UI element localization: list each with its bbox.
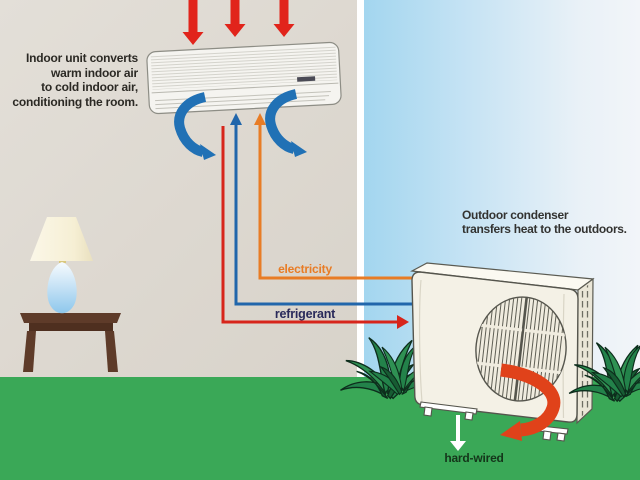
indoor-unit-brand-label xyxy=(297,76,316,82)
cold-air-swoosh-arrow-icon xyxy=(265,89,298,154)
heat-exhaust-swoosh-arrow-icon xyxy=(500,363,561,437)
refrigerant-flow-arrow-icon xyxy=(397,315,409,329)
heat-exhaust-arrow xyxy=(500,363,561,441)
indoor-unit-caption: Indoor unit converts warm indoor air to … xyxy=(4,51,138,109)
outdoor-condenser xyxy=(410,262,595,442)
table-lamp xyxy=(30,217,93,314)
warm-air-arrows xyxy=(182,0,295,45)
condenser-side-louvers xyxy=(578,282,592,420)
electricity-line-label: electricity xyxy=(278,262,332,276)
caption-line: Indoor unit converts xyxy=(25,51,138,65)
table-leg-left xyxy=(23,331,36,372)
caption-line: transfers heat to the outdoors. xyxy=(462,221,627,236)
lamp-shade xyxy=(30,217,93,261)
table-leg-right xyxy=(105,331,118,372)
heat-exhaust-arrowhead-icon xyxy=(500,421,522,441)
cold-air-arrowhead-icon xyxy=(291,141,307,157)
caption-line: to cold indoor air, xyxy=(41,80,138,94)
warm-air-down-arrow-icon xyxy=(182,0,204,45)
cold-air-arrowhead-icon xyxy=(200,144,216,160)
outdoor-condenser-caption: Outdoor condenser transfers heat to the … xyxy=(462,208,640,236)
condenser-fan-grille xyxy=(471,292,571,406)
condenser-feet xyxy=(419,401,569,442)
caption-line: conditioning the room. xyxy=(12,94,138,109)
indoor-unit-grille xyxy=(150,45,338,90)
electricity-line xyxy=(258,124,413,280)
hard-wired-arrow xyxy=(450,415,466,451)
refrigerant-red-line xyxy=(221,126,398,324)
refrigerant-up-arrow-icon xyxy=(230,113,242,125)
wall-edge-strip xyxy=(357,0,364,377)
refrigerant-blue-line xyxy=(234,124,414,306)
warm-air-down-arrow-icon xyxy=(273,0,295,37)
electricity-up-arrow-icon xyxy=(254,113,266,125)
hard-wired-arrow-shaft xyxy=(456,415,460,441)
connection-lines xyxy=(221,113,414,329)
lamp-base xyxy=(47,262,77,314)
refrigerant-line-label: refrigerant xyxy=(274,307,336,321)
hard-wired-label: hard-wired xyxy=(444,451,504,465)
cold-air-swoosh-arrow-icon xyxy=(174,92,207,157)
side-table xyxy=(20,313,121,372)
warm-air-down-arrow-icon xyxy=(224,0,246,37)
table-top xyxy=(20,313,121,323)
caption-line: warm indoor air xyxy=(50,65,138,80)
hard-wired-down-arrow-icon xyxy=(450,441,466,451)
caption-line: Outdoor condenser xyxy=(462,208,569,222)
indoor-unit xyxy=(146,41,342,115)
cold-air-arrows xyxy=(174,89,307,160)
table-apron xyxy=(29,323,113,331)
